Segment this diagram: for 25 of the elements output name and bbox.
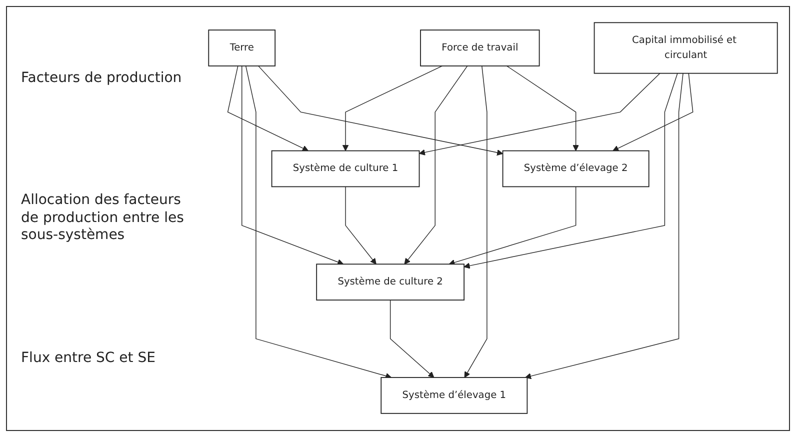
arrow [245,66,392,380]
arrow [464,66,488,378]
level-label: Allocation des facteurs de production entre les sous-systèmes [21,192,185,245]
arrow [525,73,684,380]
arrow [227,66,308,152]
level-label: Flux entre SC et SE [21,350,156,368]
arrow [404,66,468,265]
arrow [258,66,504,156]
arrow [464,73,678,270]
arrow [612,73,694,152]
arrow [345,186,376,265]
node-box: Capital immobilisé et circulant [594,22,778,74]
level-label: Facteurs de production [21,70,183,88]
node-box: Système de culture 2 [316,264,465,301]
arrow [342,66,443,152]
arrow [448,186,576,266]
arrow [242,66,344,266]
node-box: Force de travail [420,30,540,67]
arrow [390,300,434,378]
node-box: Terre [208,30,276,67]
node-box: Système de culture 1 [271,150,420,188]
node-box: Système d’élevage 2 [502,150,650,188]
node-box: Système d’élevage 1 [380,378,528,414]
arrow [506,66,579,152]
arrow [419,73,660,156]
